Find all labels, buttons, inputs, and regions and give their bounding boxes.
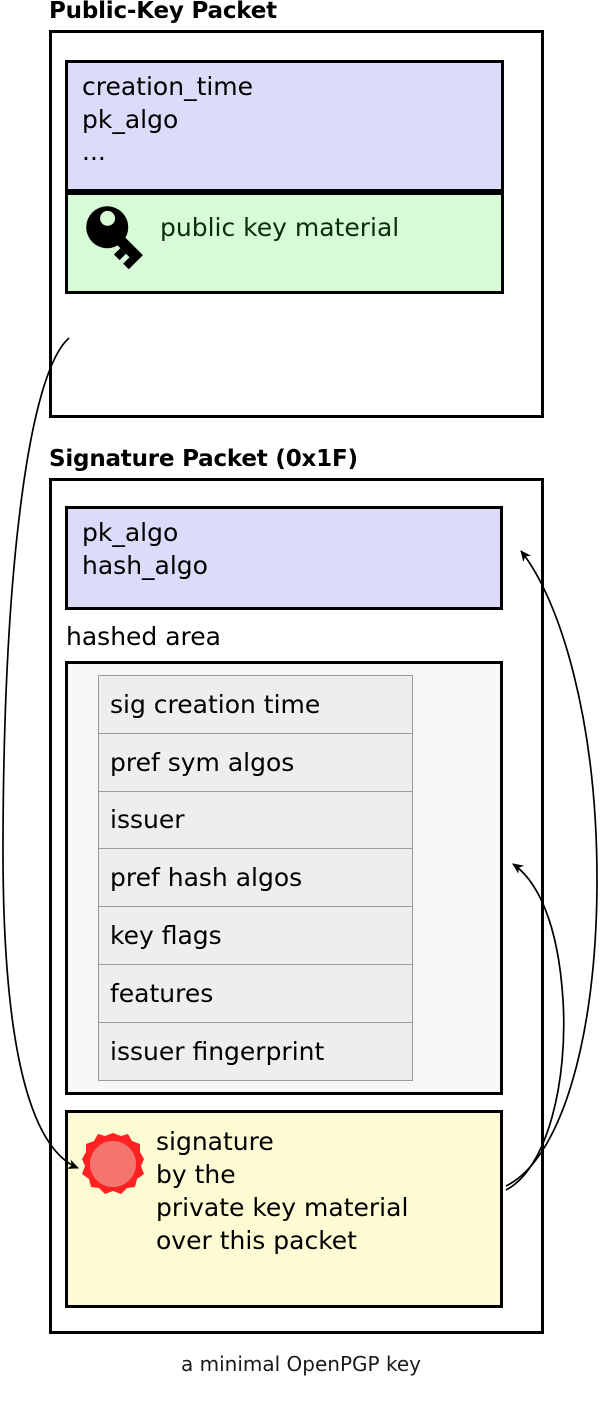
wax-seal-icon bbox=[80, 1131, 146, 1197]
subpacket-row: issuer fingerprint bbox=[99, 1022, 412, 1081]
signature-line-4: over this packet bbox=[156, 1226, 357, 1255]
subpacket-row: pref hash algos bbox=[99, 849, 412, 908]
signature-header-fields-text: pk_algo hash_algo bbox=[82, 517, 208, 582]
signature-header-fields-box: pk_algo hash_algo bbox=[65, 506, 503, 610]
signature-line-1: signature bbox=[156, 1127, 274, 1156]
subpacket-label: features bbox=[110, 978, 214, 1008]
hashed-area-label: hashed area bbox=[66, 622, 221, 651]
pk-algo-field: pk_algo bbox=[82, 104, 179, 134]
ellipsis-field: ... bbox=[82, 137, 106, 166]
signature-line-2: by the bbox=[156, 1160, 236, 1189]
public-key-material-label: public key material bbox=[160, 213, 400, 242]
public-key-header-fields-text: creation_time pk_algo ... bbox=[82, 71, 253, 169]
signature-block-text: signature by the private key material ov… bbox=[156, 1125, 408, 1257]
key-icon bbox=[76, 199, 154, 271]
subpacket-label: sig creation time bbox=[110, 689, 321, 719]
subpacket-row: key flags bbox=[99, 907, 412, 965]
subpacket-row: pref sym algos bbox=[99, 733, 412, 792]
signature-packet-title: Signature Packet (0x1F) bbox=[49, 446, 358, 472]
subpacket-row: issuer bbox=[99, 791, 412, 850]
subpacket-row: features bbox=[99, 964, 412, 1023]
sig-pk-algo-field: pk_algo bbox=[82, 518, 179, 547]
subpacket-row: sig creation time bbox=[99, 676, 412, 734]
figure-caption: a minimal OpenPGP key bbox=[181, 1352, 421, 1376]
public-key-material-box: public key material bbox=[65, 192, 504, 294]
public-key-packet-title: Public-Key Packet bbox=[49, 0, 277, 24]
public-key-header-fields-box: creation_time pk_algo ... bbox=[65, 60, 504, 192]
subpacket-list: sig creation time pref sym algos issuer … bbox=[98, 675, 413, 1081]
public-key-packet-box: creation_time pk_algo ... public key mat… bbox=[49, 30, 544, 418]
sig-hash-algo-field: hash_algo bbox=[82, 550, 208, 580]
subpacket-label: issuer fingerprint bbox=[110, 1036, 325, 1066]
subpacket-label: key flags bbox=[110, 921, 222, 951]
subpacket-label: pref hash algos bbox=[110, 863, 303, 893]
subpacket-label: pref sym algos bbox=[110, 747, 295, 777]
creation-time-field: creation_time bbox=[82, 72, 254, 101]
hashed-area-box: sig creation time pref sym algos issuer … bbox=[65, 661, 503, 1095]
signature-block-box: signature by the private key material ov… bbox=[65, 1110, 503, 1308]
signature-line-3: private key material bbox=[156, 1193, 409, 1222]
subpacket-label: issuer bbox=[110, 805, 185, 835]
